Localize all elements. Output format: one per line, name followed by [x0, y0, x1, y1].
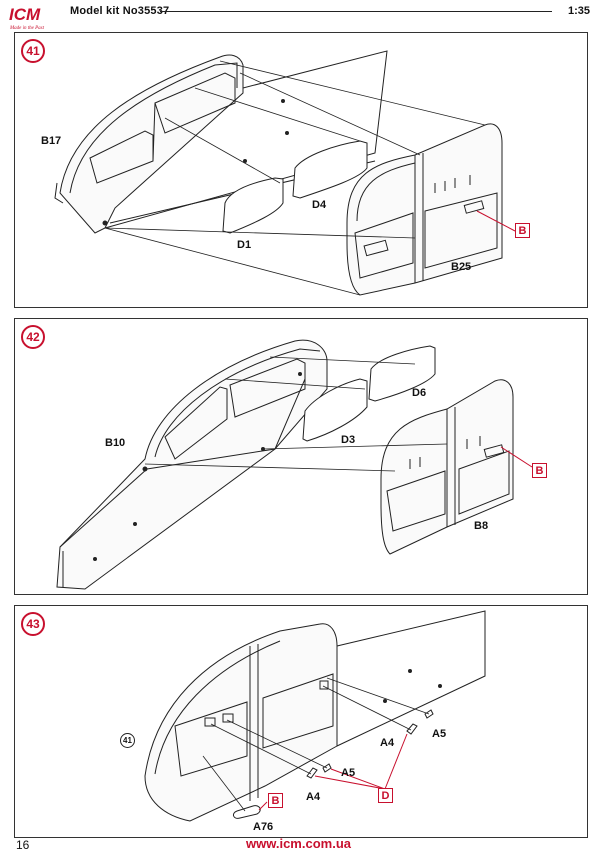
label-a4-top: A4 [380, 737, 395, 749]
page-number: 16 [16, 838, 30, 852]
reference-step-circle: 41 [120, 733, 135, 748]
assembly-guides [104, 60, 486, 296]
color-callout-leader [476, 210, 516, 232]
color-callout-b: B [532, 463, 547, 478]
header-divider [160, 11, 552, 12]
brand-logo: ICM Made in the Past [8, 4, 64, 34]
label-a5-mid: A5 [341, 767, 356, 779]
step-41-diagram [54, 50, 516, 296]
step-number-badge: 42 [21, 325, 45, 349]
color-callout-leader [500, 446, 533, 468]
step-43-diagram [144, 610, 486, 822]
step-42-diagram [56, 339, 533, 590]
label-a4-bottom: A4 [306, 791, 321, 803]
color-callout-leaders [258, 733, 408, 811]
label-d4: D4 [312, 199, 327, 211]
label-b17: B17 [41, 135, 62, 147]
label-d1: D1 [237, 239, 252, 251]
label-d3: D3 [341, 434, 356, 446]
step-41-panel: 41 B17 D4 D1 B25 B [14, 32, 588, 308]
color-callout-b: B [515, 223, 530, 238]
brand-tagline: Made in the Past [9, 26, 45, 31]
step-43-panel: 43 41 A4 A5 A5 A4 A76 B D [14, 605, 588, 838]
assembled-door-drawing [144, 610, 486, 822]
step-number-badge: 43 [21, 612, 45, 636]
assembly-guides [202, 677, 430, 812]
color-callout-d: D [378, 788, 393, 803]
step-42-panel: 42 B10 D6 D3 B8 B [14, 318, 588, 595]
label-b8: B8 [474, 520, 489, 532]
brand-name: ICM [9, 5, 41, 24]
label-a5-top: A5 [432, 728, 447, 740]
part-b17-drawing [54, 50, 388, 234]
part-b25-drawing [346, 123, 503, 296]
label-b10: B10 [105, 437, 126, 449]
label-d6: D6 [412, 387, 427, 399]
part-b10-drawing [56, 339, 328, 590]
part-a76-drawing [232, 805, 261, 819]
part-d6-drawing [368, 345, 436, 402]
label-a76: A76 [253, 821, 274, 833]
kit-title: Model kit No35537 [70, 5, 170, 17]
part-b8-drawing [380, 379, 514, 555]
part-d3-drawing [302, 378, 368, 442]
color-callout-b: B [268, 793, 283, 808]
part-d1-drawing [222, 177, 284, 234]
website-link[interactable]: www.icm.com.ua [246, 836, 351, 851]
label-b25: B25 [451, 261, 472, 273]
assembly-guides [144, 356, 448, 472]
part-d4-drawing [292, 140, 368, 199]
step-number-badge: 41 [21, 39, 45, 63]
scale-label: 1:35 [567, 5, 590, 17]
